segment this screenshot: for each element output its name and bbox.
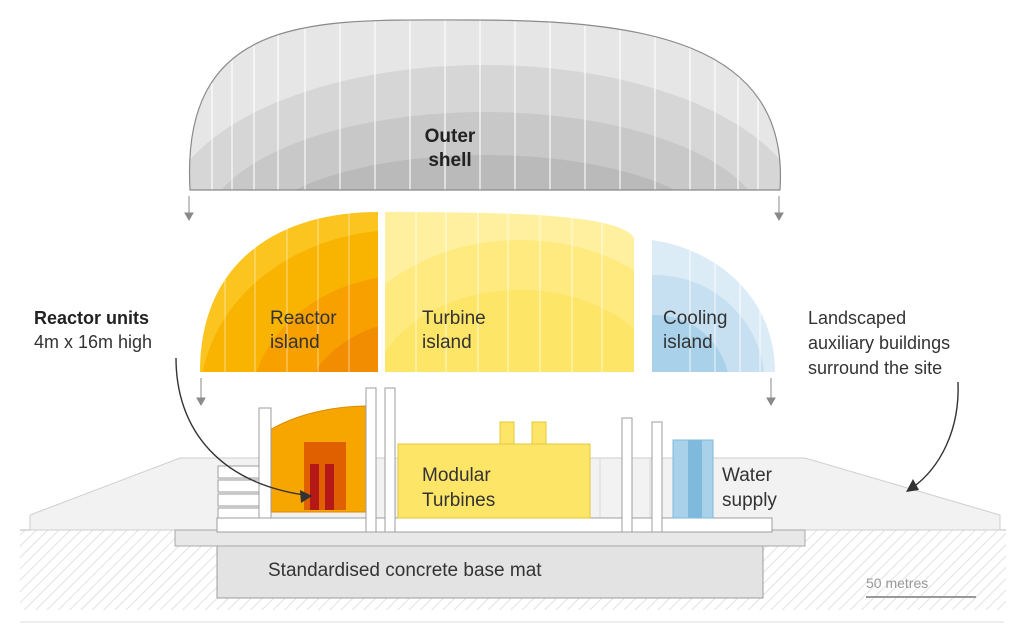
leader-lines	[175, 357, 959, 503]
turbine-island-label: island	[422, 332, 472, 353]
modular-turbines-label: Turbines	[422, 490, 495, 511]
water-supply-label: Water	[722, 465, 773, 486]
reactor-units-desc: 4m x 16m high	[34, 332, 152, 352]
auxiliary-steps	[217, 465, 261, 519]
turbine-island	[385, 212, 634, 372]
water-supply-label: supply	[722, 490, 777, 511]
landscaped-label: surround the site	[808, 358, 942, 378]
cooling-island-label: island	[663, 332, 713, 353]
base-mat-label: Standardised concrete base mat	[268, 560, 542, 581]
outer-shell-label: shell	[428, 150, 471, 171]
outer-shell-label: Outer	[425, 126, 476, 147]
modular-turbines-label: Modular	[422, 465, 491, 486]
reactor-island-label: Reactor	[270, 308, 337, 329]
water-supply-tank	[672, 439, 714, 519]
reactor-island-label: island	[270, 332, 320, 353]
reactor-building	[269, 405, 367, 513]
scale-bar: 50 metres	[866, 575, 976, 598]
building-floor	[216, 517, 773, 533]
reactor-unit	[310, 464, 319, 510]
modular-turbines	[397, 421, 591, 519]
cooling-island-label: Cooling	[663, 308, 727, 329]
structure-walls	[258, 387, 663, 533]
outer-shell	[188, 19, 781, 191]
turbine-island-label: Turbine	[422, 308, 486, 329]
landscaped-label: Landscaped	[808, 308, 906, 328]
landscaped-label: auxiliary buildings	[808, 333, 950, 353]
reactor-units-title: Reactor units	[34, 308, 149, 328]
down-arrows	[184, 196, 784, 407]
scale-label: 50 metres	[866, 575, 928, 591]
reactor-unit	[325, 464, 334, 510]
